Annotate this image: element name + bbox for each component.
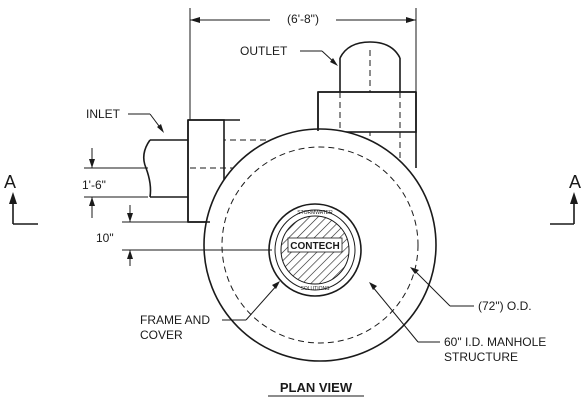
inlet-label: INLET (86, 107, 121, 121)
outlet-collar (317, 91, 417, 200)
inlet-pipe-dimension-text: 1'-6" (82, 178, 106, 192)
structure-label-line2: STRUCTURE (444, 350, 518, 364)
frame-label-line2: COVER (140, 328, 183, 342)
frame-label-line1: FRAME AND (140, 313, 210, 327)
od-label: (72") O.D. (478, 299, 532, 313)
outlet-collar-top (317, 91, 417, 168)
section-marker-right-letter: A (569, 172, 581, 192)
outlet-callout: OUTLET (240, 44, 338, 66)
section-marker-left: A (4, 172, 38, 225)
overall-width-text: (6'-8") (287, 12, 319, 26)
plan-view-title: PLAN VIEW (268, 380, 364, 397)
structure-callout: 60" I.D. MANHOLE STRUCTURE (369, 282, 546, 364)
offset-dimension: 10" (96, 205, 272, 266)
cover-ring-top-text: STORMWATER (297, 210, 333, 216)
cover-ring-bottom-text: SOLUTIONS (301, 286, 331, 292)
inlet-collar-outline (187, 119, 240, 223)
outlet-label: OUTLET (240, 44, 288, 58)
inlet-callout: INLET (86, 107, 164, 133)
od-callout: (72") O.D. (410, 267, 532, 313)
frame-callout: FRAME AND COVER (140, 281, 280, 342)
section-marker-right: A (550, 172, 581, 225)
frame-and-cover: CONTECH STORMWATER SOLUTIONS (268, 203, 362, 297)
manhole-inner-wall (221, 146, 419, 344)
inlet-pipe-dimension: 1'-6" (82, 148, 148, 218)
offset-dimension-text: 10" (96, 231, 114, 245)
title-text: PLAN VIEW (280, 380, 353, 395)
section-marker-left-letter: A (4, 172, 16, 192)
overall-width-dimension: (6'-8") (189, 8, 417, 120)
cover-brand-text: CONTECH (290, 241, 339, 252)
structure-label-line1: 60" I.D. MANHOLE (444, 335, 546, 349)
